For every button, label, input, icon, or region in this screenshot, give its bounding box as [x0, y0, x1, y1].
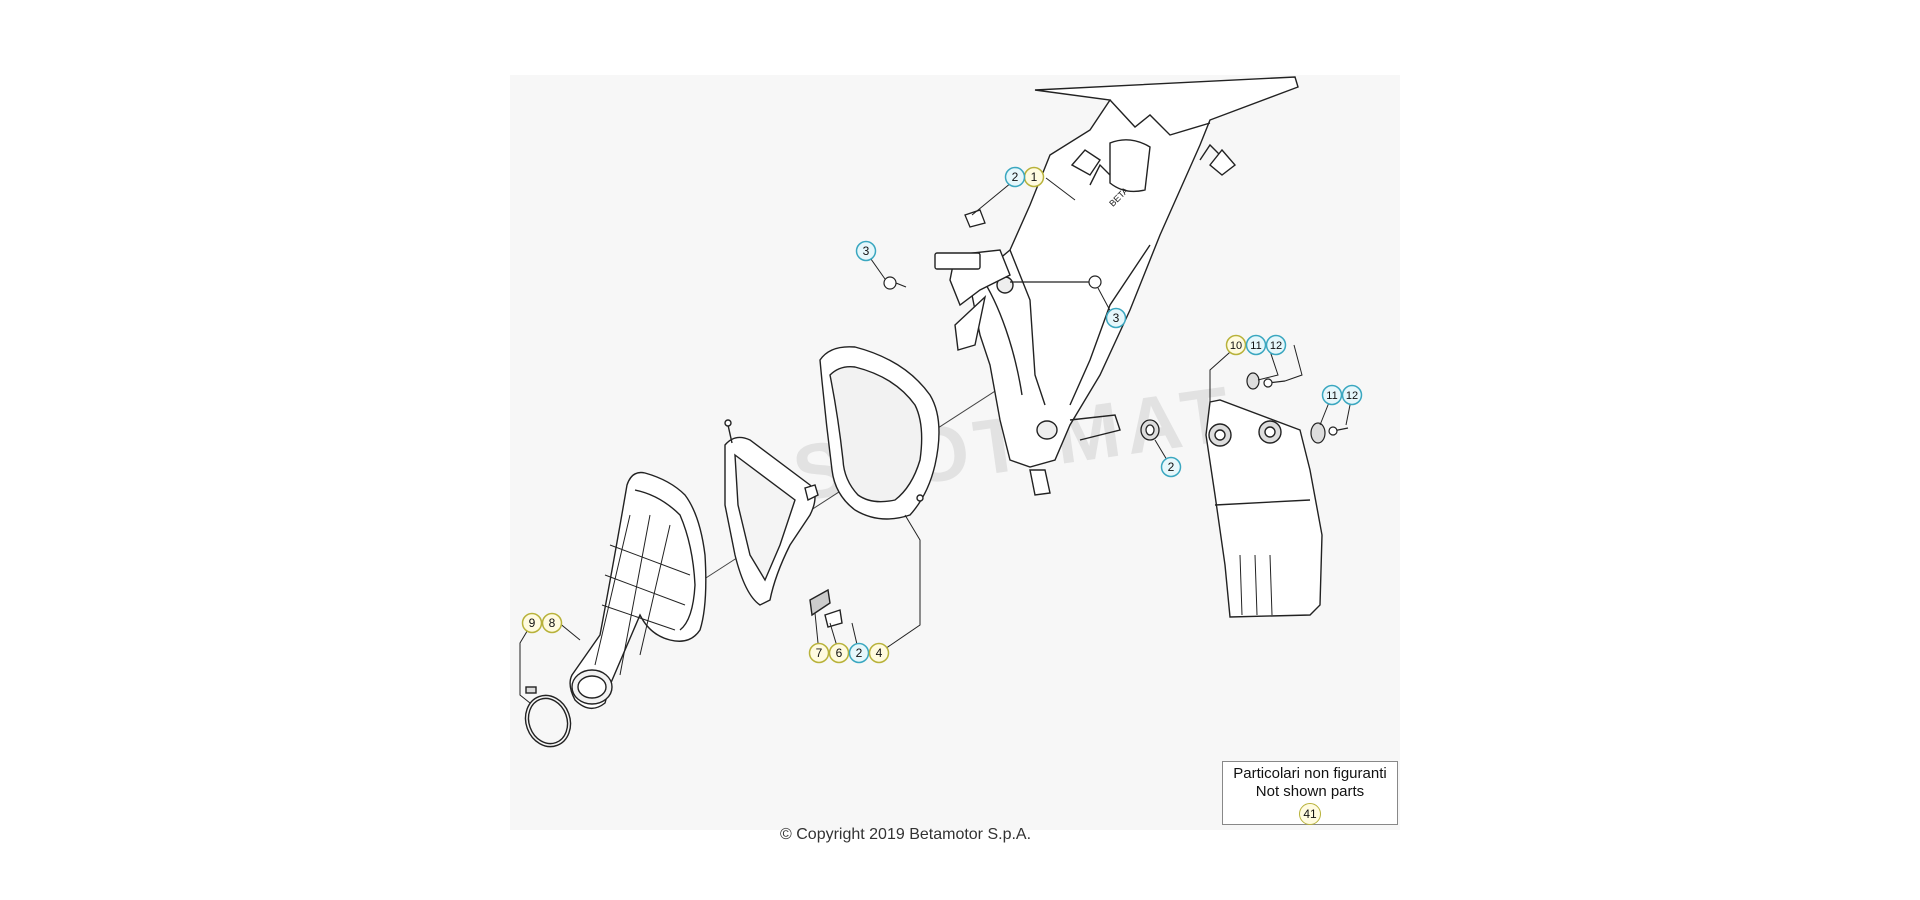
callout-circle: [828, 642, 850, 664]
callout-number: 4: [876, 646, 883, 660]
callout-number: 11: [1250, 340, 1261, 352]
callout-c2c: 2: [848, 642, 870, 664]
callout-circle: [808, 642, 830, 664]
callout-c2a: 2: [1004, 166, 1026, 188]
callout-c3a: 3: [855, 240, 877, 262]
callout-c12a: 12: [1265, 334, 1287, 356]
callout-number: 6: [836, 646, 843, 660]
callout-circle: [1341, 384, 1363, 406]
exploded-diagram: SPOT MAT BETA: [519, 76, 1363, 748]
callout-c6: 6: [828, 642, 850, 664]
callout-circle: [1105, 307, 1127, 329]
exploded-diagram-panel: SPOT MAT BETA: [510, 75, 1400, 830]
callout-c4: 4: [868, 642, 890, 664]
callout-circle: [1225, 334, 1247, 356]
callout-circle: [541, 612, 563, 634]
screw-left: [883, 276, 907, 290]
washer-screw-top: [1246, 372, 1286, 390]
callout-c8: 8: [541, 612, 563, 634]
air-filter: [819, 346, 940, 520]
legend-part-badge: 41: [1299, 803, 1321, 825]
airbox-frame: BETA: [934, 76, 1299, 496]
callout-number: 2: [1012, 170, 1019, 184]
callout-circle: [855, 240, 877, 262]
callout-number: 12: [1270, 340, 1282, 352]
callout-circle: [1160, 456, 1182, 478]
callout-number: 9: [529, 616, 536, 630]
callout-c7: 7: [808, 642, 830, 664]
callout-circle: [521, 612, 543, 634]
callout-c10: 10: [1225, 334, 1247, 356]
callout-c11b: 11: [1321, 384, 1343, 406]
callout-c9: 9: [521, 612, 543, 634]
washer-screw-right: [1310, 422, 1349, 444]
grommet-right: [1140, 419, 1160, 441]
hose-clamp: [524, 686, 572, 748]
nut-top: [964, 209, 986, 228]
callout-circle: [1004, 166, 1026, 188]
callout-number: 2: [1168, 460, 1175, 474]
callout-number: 10: [1230, 340, 1242, 352]
callout-circle: [1321, 384, 1343, 406]
intake-boot: [569, 471, 707, 709]
callout-c3b: 3: [1105, 307, 1127, 329]
callout-c2b: 2: [1160, 456, 1182, 478]
copyright-text: © Copyright 2019 Betamotor S.p.A.: [780, 826, 1032, 843]
callout-circle: [1265, 334, 1287, 356]
not-shown-parts-box: Particolari non figuranti Not shown part…: [1222, 761, 1398, 825]
callout-number: 7: [816, 646, 823, 660]
callout-c12b: 12: [1341, 384, 1363, 406]
callout-number: 12: [1346, 390, 1358, 402]
callout-number: 3: [863, 244, 870, 258]
filter-cage: [724, 419, 843, 628]
callout-number: 11: [1326, 390, 1337, 402]
callout-circle: [1245, 334, 1267, 356]
legend-line-english: Not shown parts: [1255, 783, 1365, 800]
callout-number: 3: [1113, 311, 1120, 325]
callout-number: 8: [549, 616, 556, 630]
callout-number: 1: [1031, 170, 1038, 184]
callout-circle: [848, 642, 870, 664]
callout-c1: 1: [1023, 166, 1045, 188]
callout-circle: [868, 642, 890, 664]
callout-c11a: 11: [1245, 334, 1267, 356]
screw-right: [1010, 275, 1102, 289]
callout-number: 2: [856, 646, 863, 660]
legend-line-italian: Particolari non figuranti: [1233, 765, 1387, 782]
side-cover: [1205, 399, 1323, 618]
